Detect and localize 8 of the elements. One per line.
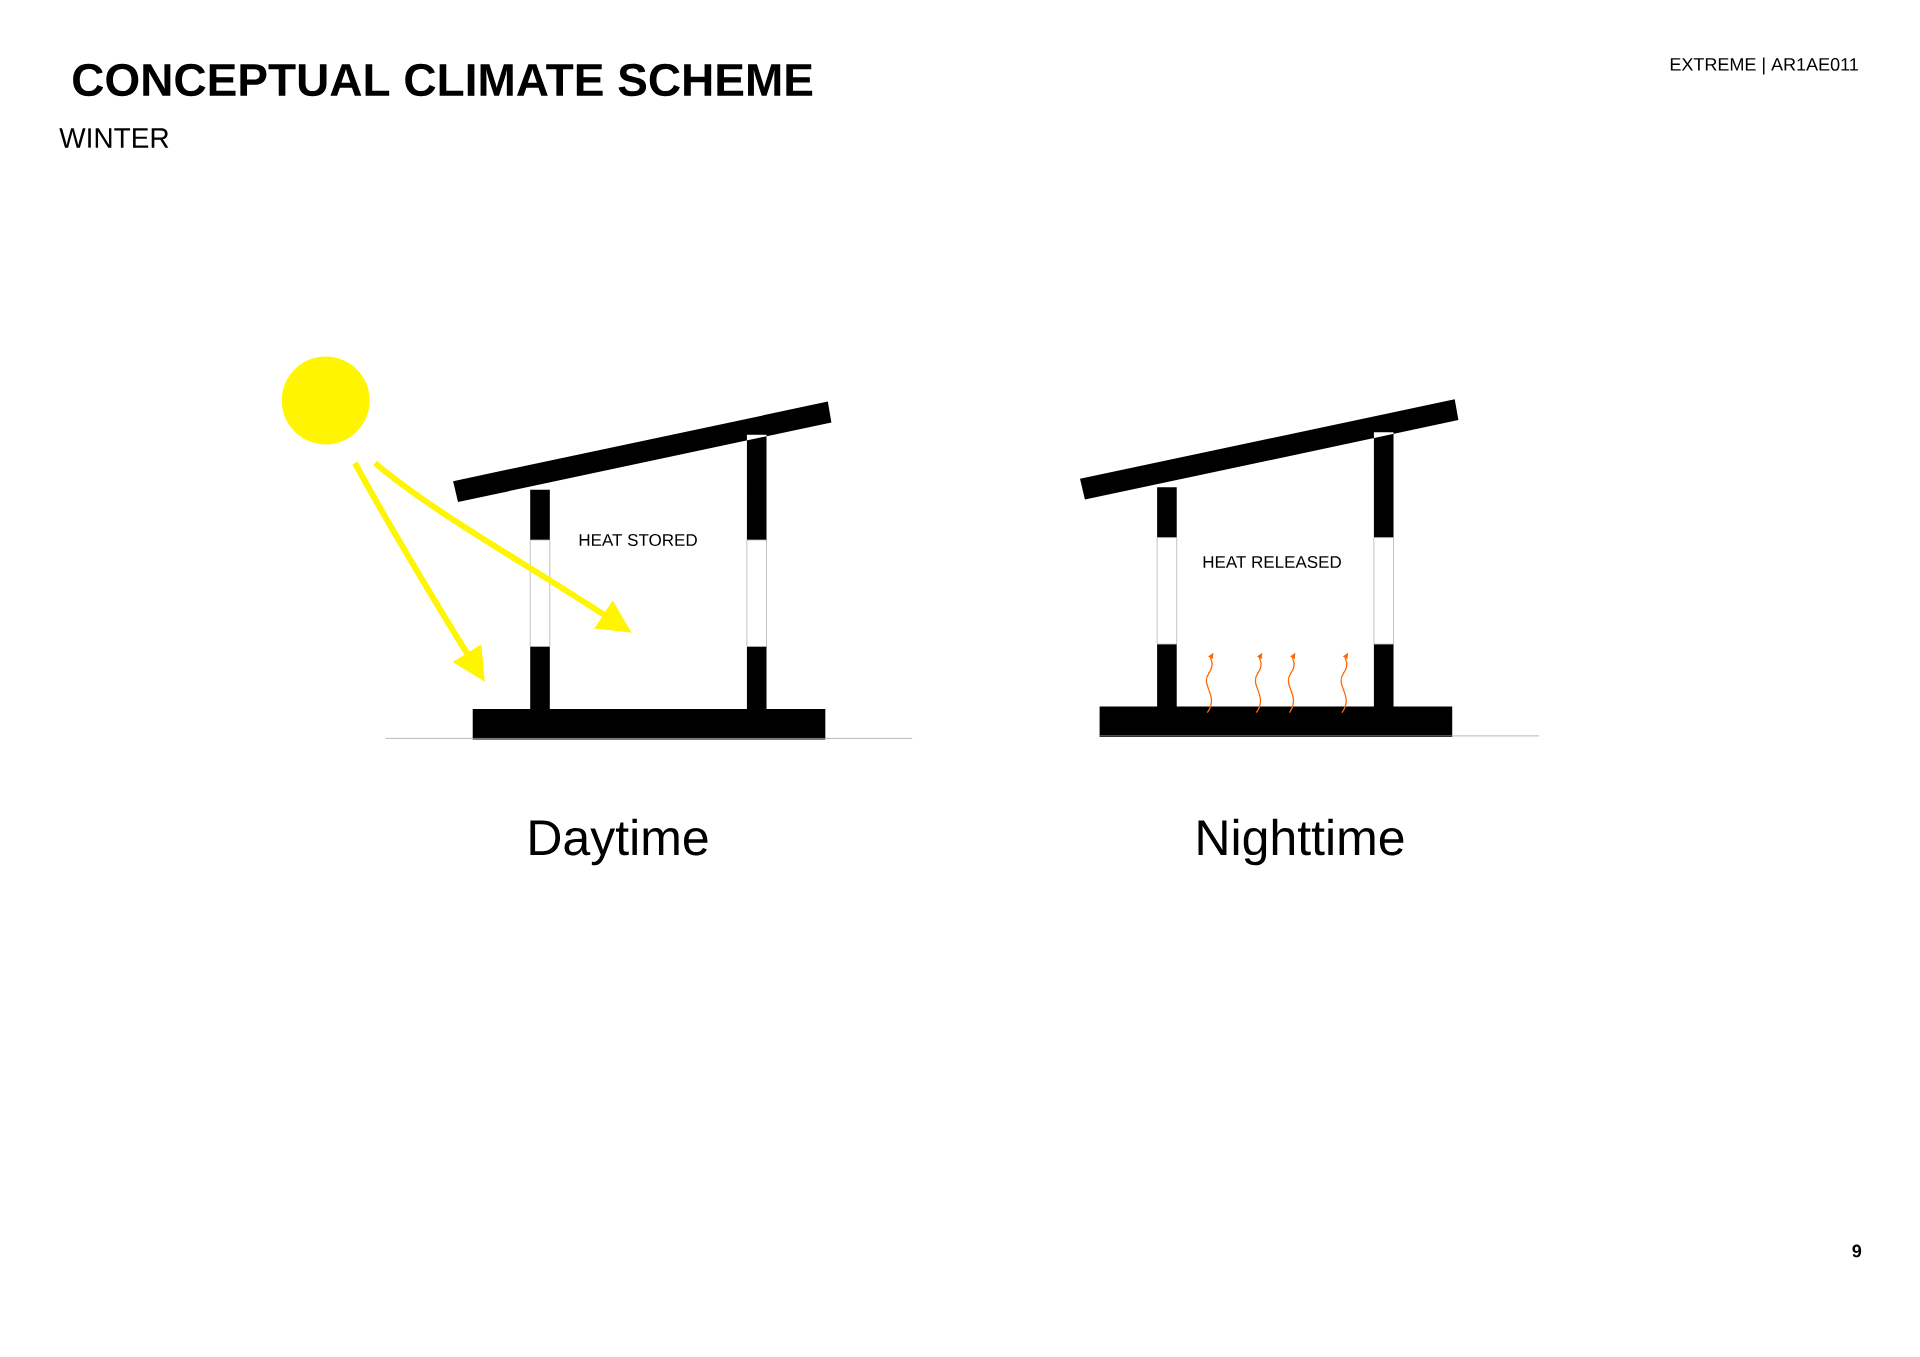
page-number: 9	[1852, 1244, 1862, 1258]
title: CONCEPTUAL CLIMATE SCHEME	[73, 63, 813, 97]
caption: Daytime	[530, 818, 708, 866]
caption: Nighttime	[1198, 818, 1404, 866]
room-label: HEAT RELEASED	[1203, 556, 1341, 569]
document-code: EXTREME | AR1AE011	[1670, 57, 1858, 75]
subtitle: WINTER	[59, 128, 169, 148]
room-label: HEAT STORED	[579, 534, 697, 547]
